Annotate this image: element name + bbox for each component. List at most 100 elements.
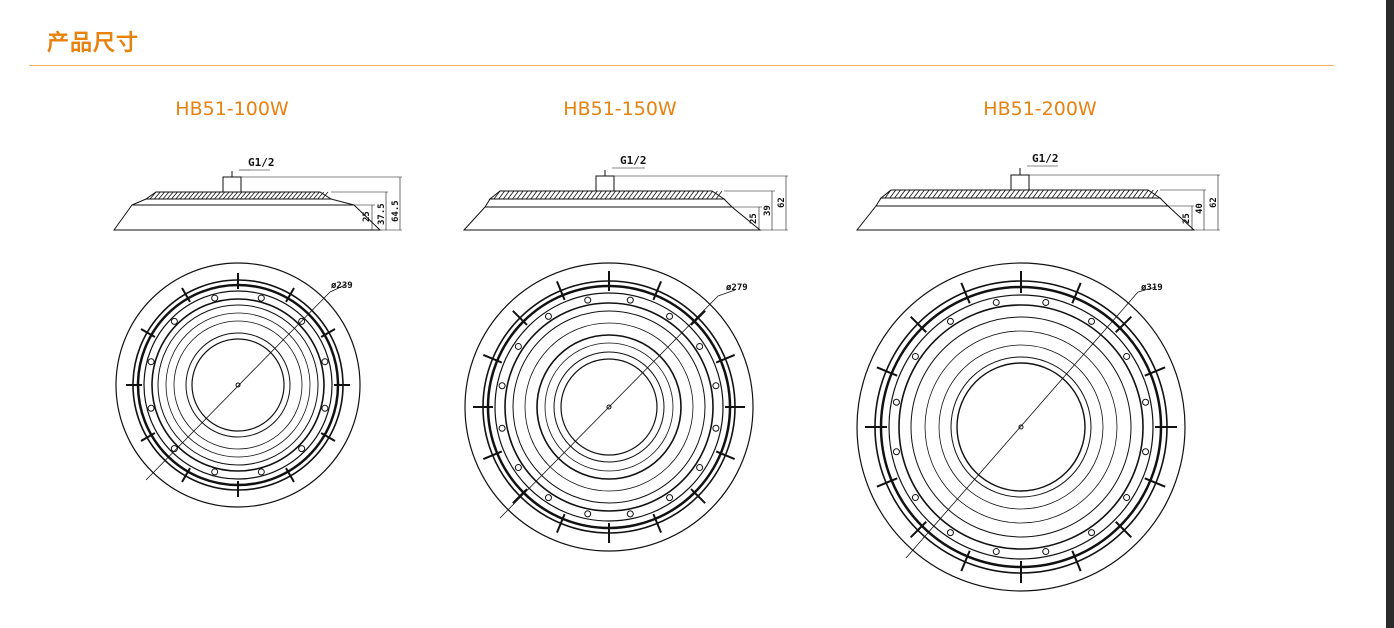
radial-tick <box>285 467 295 483</box>
height-dim-3-150w: 62 <box>777 197 787 208</box>
fin-line <box>646 190 653 200</box>
top-view-100w <box>115 262 361 508</box>
fin-line <box>567 190 575 200</box>
fin-line <box>1027 189 1035 199</box>
fin-line <box>913 189 920 199</box>
section-divider <box>29 65 1334 66</box>
fin-line <box>572 190 579 200</box>
radial-tick <box>876 477 898 488</box>
fin-line <box>188 191 196 200</box>
fin-line <box>239 191 247 200</box>
fin-line <box>166 191 174 200</box>
fin-line <box>692 190 700 200</box>
fin-line <box>1151 189 1159 199</box>
fin-line <box>660 190 667 200</box>
mounting-bolt <box>626 510 634 518</box>
mounting-bolt <box>211 294 219 302</box>
mounting-bolt <box>147 404 155 412</box>
fin-line <box>701 190 709 200</box>
radial-tick <box>960 282 971 304</box>
fin-line <box>321 191 329 200</box>
fin-line <box>300 191 307 200</box>
fin-line <box>994 189 1001 199</box>
fin-line <box>937 189 944 199</box>
fin-line <box>521 190 529 200</box>
mounting-bolt <box>1142 398 1150 406</box>
radial-tick <box>715 354 736 364</box>
top-view-150w <box>464 262 754 552</box>
fin-line <box>595 190 603 200</box>
fin-line <box>941 189 949 199</box>
mounting-bolt <box>1042 298 1050 306</box>
fin-line <box>650 190 658 200</box>
fin-line <box>1046 189 1054 199</box>
height-dim-2-100w: 37.5 <box>377 203 387 225</box>
fin-line <box>1065 189 1073 199</box>
fin-line <box>516 190 524 200</box>
fin-line <box>678 190 686 200</box>
fin-line <box>884 189 892 199</box>
fin-line <box>192 191 200 200</box>
fin-line <box>184 191 191 200</box>
lamp-body-profile <box>113 204 382 231</box>
diameter-label-200w: ø319 <box>1141 283 1163 293</box>
fin-line <box>687 190 695 200</box>
mounting-bolt <box>1088 317 1096 325</box>
fin-line <box>1094 189 1102 199</box>
fin-line <box>257 191 264 200</box>
radial-tick <box>1144 366 1166 377</box>
radial-tick <box>140 432 156 442</box>
fin-line <box>1142 189 1149 199</box>
fin-line <box>1118 189 1125 199</box>
mounting-bolt <box>544 312 552 320</box>
fin-line <box>270 191 277 200</box>
fin-line <box>999 189 1006 199</box>
fin-line <box>248 191 256 200</box>
fin-line <box>655 190 663 200</box>
fin-line <box>669 190 677 200</box>
fin-line <box>581 190 589 200</box>
radial-tick <box>690 310 706 326</box>
fin-line <box>214 191 221 200</box>
fin-line <box>549 190 556 200</box>
mounting-bolt <box>514 342 522 350</box>
fin-line <box>932 189 939 199</box>
radial-tick <box>320 328 336 338</box>
mounting-bolt <box>298 445 306 453</box>
fin-line <box>975 189 982 199</box>
fin-line <box>291 191 299 200</box>
model-label-150w: HB51-150W <box>563 98 677 120</box>
mounting-bolt <box>321 358 329 366</box>
fin-line <box>1042 189 1049 199</box>
height-dim-2-150w: 39 <box>763 205 773 216</box>
drawing-100w: G1/2 25 37.5 64.5 ø239 <box>113 156 402 508</box>
radial-tick <box>690 488 706 504</box>
radial-tick <box>181 467 191 483</box>
fin-line <box>674 190 681 200</box>
mounting-bolt <box>1142 448 1150 456</box>
radial-tick <box>285 287 295 303</box>
radial-tick <box>715 450 736 460</box>
fin-line <box>274 191 282 200</box>
fin-line <box>711 190 718 200</box>
threaded-stem <box>222 176 242 193</box>
mounting-bolt <box>514 464 522 472</box>
mounting-bolt <box>911 352 919 360</box>
mounting-bolt <box>1042 548 1050 556</box>
fin-line <box>590 190 598 200</box>
fin-line <box>1013 189 1021 199</box>
thread-label-100w: G1/2 <box>248 156 275 169</box>
height-dim-3-200w: 62 <box>1209 197 1219 208</box>
fin-line <box>1089 189 1097 199</box>
side-view-200w <box>855 165 1220 231</box>
fin-line <box>1032 189 1040 199</box>
fin-line <box>613 190 621 200</box>
mounting-bolt <box>696 342 704 350</box>
fin-line <box>158 191 165 200</box>
mounting-bolt <box>1088 529 1096 537</box>
fin-line <box>664 190 672 200</box>
radial-tick <box>556 513 566 534</box>
fin-line <box>637 190 644 200</box>
mounting-bolt <box>211 468 219 476</box>
fin-line <box>989 189 997 199</box>
